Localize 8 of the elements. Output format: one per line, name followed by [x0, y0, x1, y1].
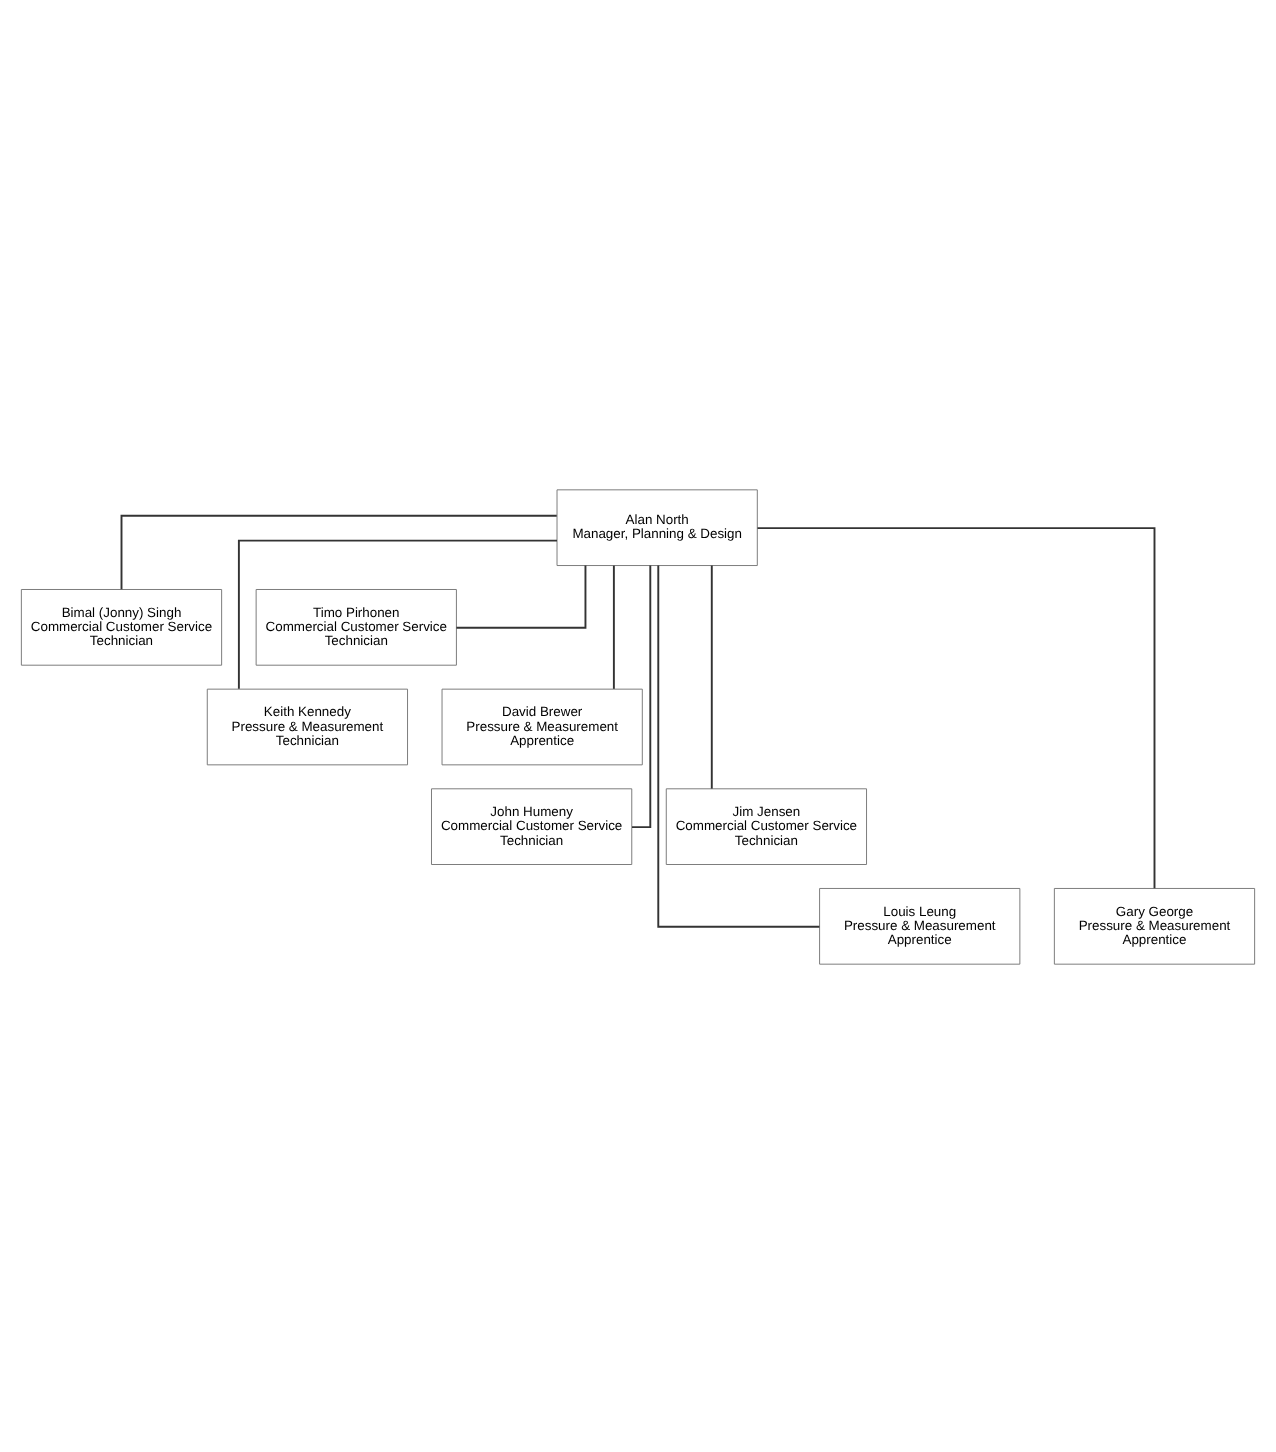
connector — [710, 563, 713, 789]
connector — [455, 563, 587, 628]
connector — [631, 563, 652, 828]
connector — [120, 513, 558, 590]
connector — [657, 563, 821, 927]
connector — [756, 526, 1156, 889]
connector — [237, 538, 558, 689]
connector — [612, 563, 615, 689]
